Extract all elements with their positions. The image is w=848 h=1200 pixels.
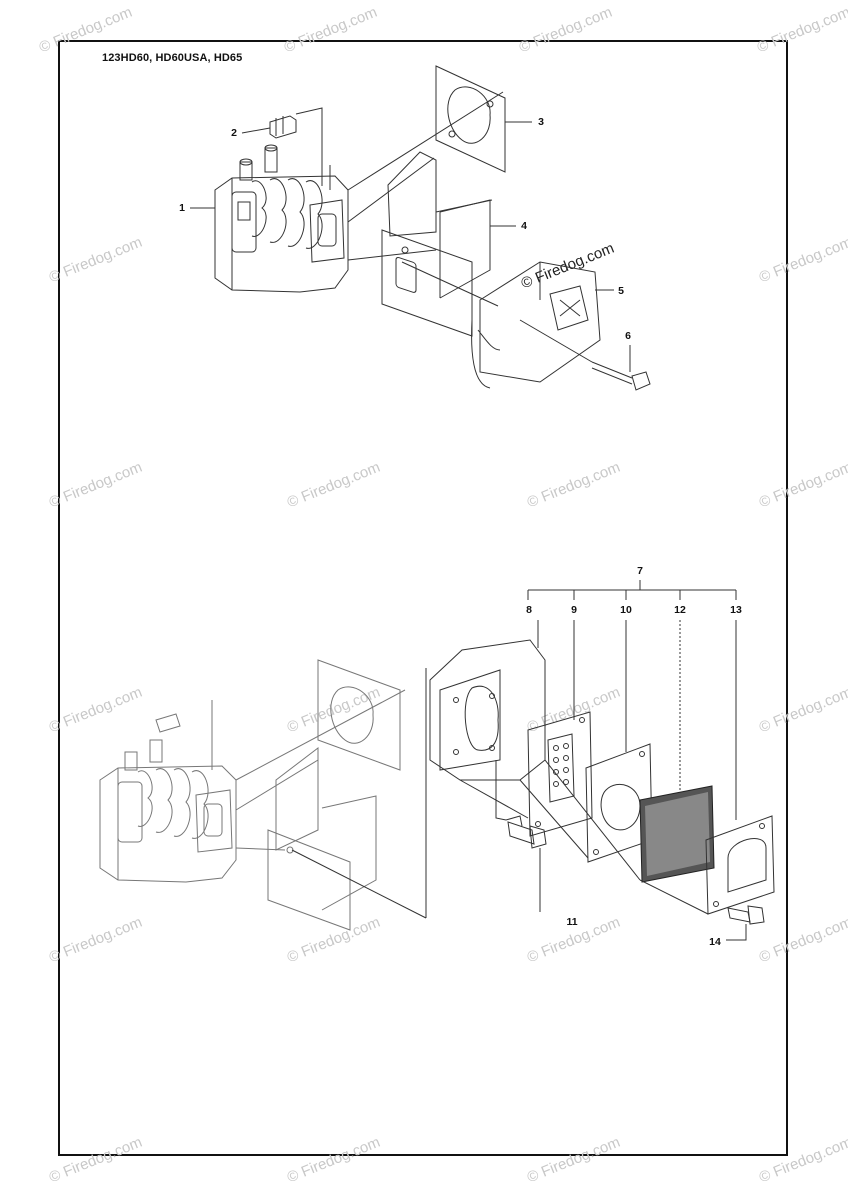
callout-3: 3	[538, 116, 544, 128]
callout-14: 14	[709, 936, 721, 948]
part-14-screw	[727, 905, 765, 925]
part-5-muffler	[471, 261, 601, 389]
part-2-screw	[269, 115, 297, 139]
callout-8: 8	[526, 604, 532, 616]
callout-2: 2	[231, 127, 237, 139]
gasket-reference	[267, 659, 401, 931]
part-11-bolt	[505, 815, 547, 849]
cylinder-reference	[99, 713, 237, 883]
part-1-cylinder	[214, 144, 349, 293]
callout-13: 13	[730, 604, 742, 616]
callout-7: 7	[637, 565, 643, 577]
callout-6: 6	[625, 330, 631, 342]
part-3-gasket	[435, 65, 506, 173]
callout-11: 11	[566, 916, 578, 928]
part-9-catalyst-plate	[527, 711, 593, 837]
callout-1: 1	[179, 202, 185, 214]
part-4-heat-shield	[381, 151, 491, 337]
callout-12: 12	[674, 604, 686, 616]
callout-4: 4	[521, 220, 527, 232]
part-13-cover	[705, 815, 775, 915]
part-6-bolt	[591, 361, 651, 391]
callout-9: 9	[571, 604, 577, 616]
diagram-frame	[58, 40, 788, 1156]
model-title: 123HD60, HD60USA, HD65	[102, 52, 243, 64]
part-12-screen	[639, 785, 715, 883]
callout-5: 5	[618, 285, 624, 297]
callout-10: 10	[620, 604, 632, 616]
part-8-muffler	[429, 639, 546, 781]
